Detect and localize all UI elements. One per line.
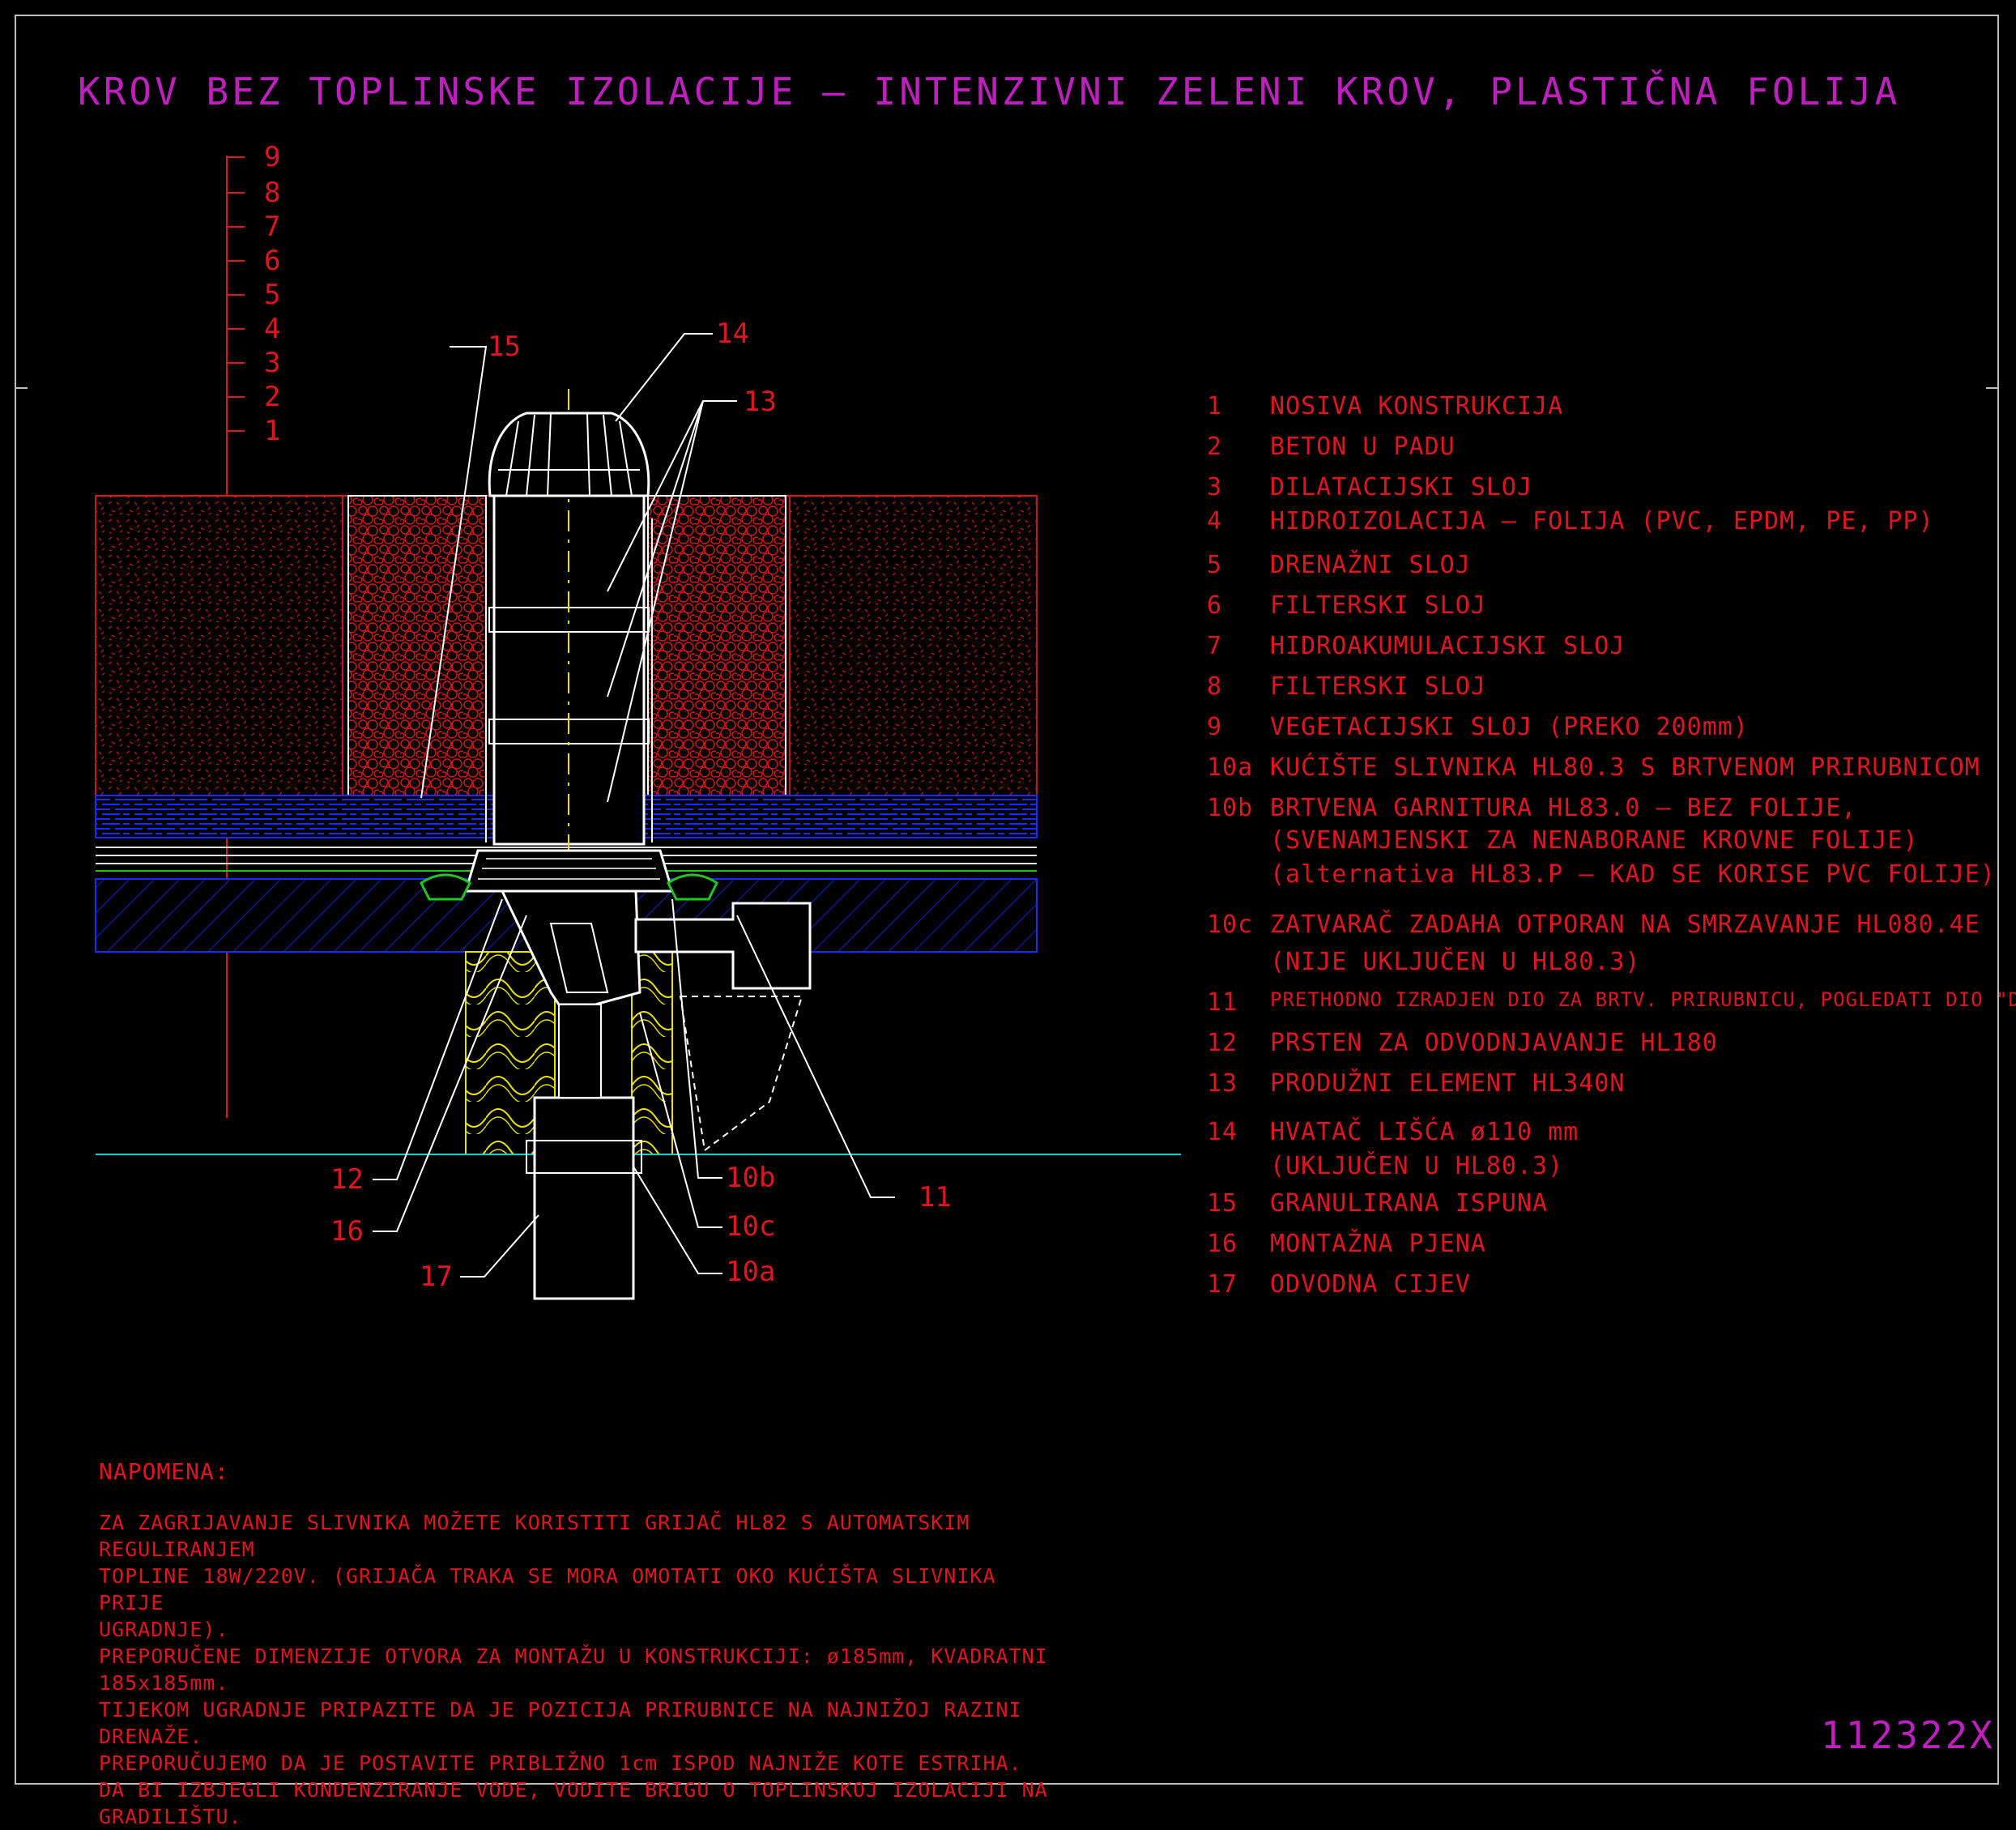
sealing-ring-right [667, 873, 718, 901]
callout-10b: 10b [726, 1162, 776, 1194]
layer-scale-6: 6 [264, 245, 281, 277]
callout-10a: 10a [726, 1256, 776, 1288]
note-line: PREPORUČENE DIMENZIJE OTVORA ZA MONTAŽU … [99, 1644, 1048, 1668]
callout-17: 17 [420, 1261, 453, 1293]
layer-scale-5: 5 [264, 279, 281, 311]
note-line: TIJEKOM UGRADNJE PRIPAZITE DA JE POZICIJ… [99, 1698, 1022, 1748]
insulation-left [465, 951, 556, 1155]
layer-scale-4: 4 [264, 313, 281, 345]
callout-10c: 10c [726, 1210, 776, 1243]
drain-flange [463, 849, 675, 893]
notes-header: NAPOMENA: [99, 1458, 229, 1485]
note-line: 185x185mm. [99, 1671, 229, 1695]
vegetation-layer-left [95, 495, 343, 796]
side-outlet [634, 902, 812, 990]
note-line: GRADILIŠTU. [99, 1805, 242, 1828]
frame-tick-right [1986, 387, 1997, 389]
granular-fill-right [647, 495, 786, 796]
leader-lines [373, 333, 895, 1278]
layer-scale-1: 1 [264, 415, 281, 447]
drawing-title: KROV BEZ TOPLINSKE IZOLACIJE – INTENZIVN… [78, 70, 1901, 113]
callout-14: 14 [716, 318, 749, 350]
layer-scale-8: 8 [264, 177, 281, 209]
callout-15: 15 [488, 331, 521, 363]
callout-12: 12 [330, 1163, 364, 1196]
drawing-code: 112322X [1821, 1713, 1995, 1757]
discharge-pipe [533, 1096, 635, 1300]
sealing-ring-left [420, 873, 471, 901]
notes-block: NAPOMENA: ZA ZAGRIJAVANJE SLIVNIKA MOŽET… [99, 1458, 1071, 1830]
layer-scale-3: 3 [264, 347, 281, 379]
layer-scale-2: 2 [264, 381, 281, 413]
note-line: UGRADNJE). [99, 1618, 229, 1641]
vegetation-layer-right [789, 495, 1038, 796]
note-line: PREPORUČUJEMO DA JE POSTAVITE PRIBLIŽNO … [99, 1751, 1022, 1775]
note-line: DA BI IZBJEGLI KONDENZIRANJE VODE, VODIT… [99, 1778, 1048, 1802]
note-line: TOPLINE 18W/220V. (GRIJAČA TRAKA SE MORA… [99, 1564, 996, 1615]
elbow-piece [679, 996, 803, 1152]
granular-fill-left [347, 495, 487, 796]
note-line: ZA ZAGRIJAVANJE SLIVNIKA MOŽETE KORISTIT… [99, 1511, 970, 1561]
frame-tick-left [16, 387, 28, 389]
layer-scale-9: 9 [264, 141, 281, 173]
callout-16: 16 [330, 1215, 364, 1248]
extension-element [492, 494, 646, 846]
layer-scale-7: 7 [264, 211, 281, 243]
callout-11: 11 [918, 1181, 952, 1214]
drawing-frame [15, 15, 1999, 1785]
layer-scale-ticks [227, 156, 245, 432]
odour-trap [549, 923, 609, 993]
callout-13: 13 [744, 386, 777, 418]
